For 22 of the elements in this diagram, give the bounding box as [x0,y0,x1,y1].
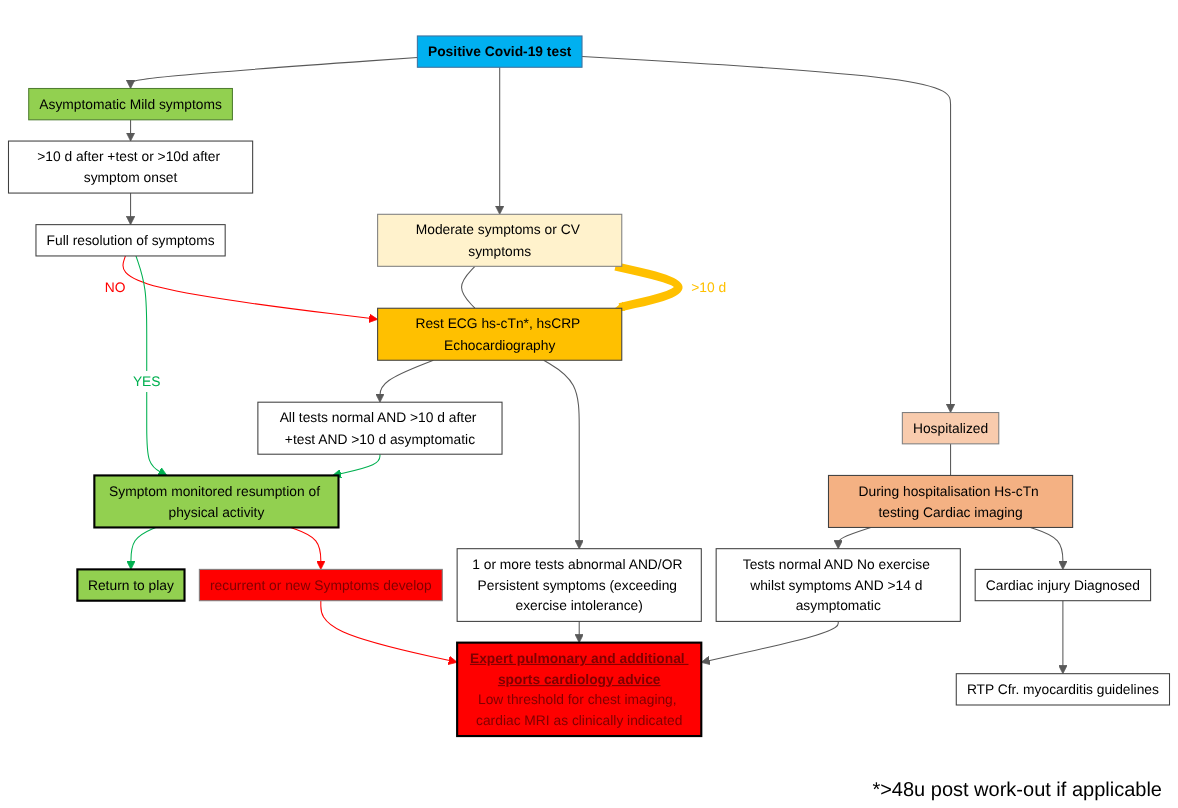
arrow [1029,526,1068,570]
arrow [833,526,872,550]
arrow [375,359,434,403]
arrow [125,56,418,89]
arrow [581,55,956,413]
arrow [122,255,379,323]
connector [461,265,476,309]
arrow [125,119,136,142]
arrow [125,192,136,226]
footnote: *>48u post work-out if applicable [872,780,1162,802]
connector [950,443,952,476]
arrow [495,66,505,215]
arrow [614,262,683,312]
arrow [574,620,584,644]
arrow [135,255,168,476]
arrow [332,453,381,479]
arrow [320,600,458,665]
arrow [543,359,584,550]
arrow [126,526,157,570]
arrow [700,620,839,666]
arrow [1058,600,1068,675]
arrow [290,526,326,570]
